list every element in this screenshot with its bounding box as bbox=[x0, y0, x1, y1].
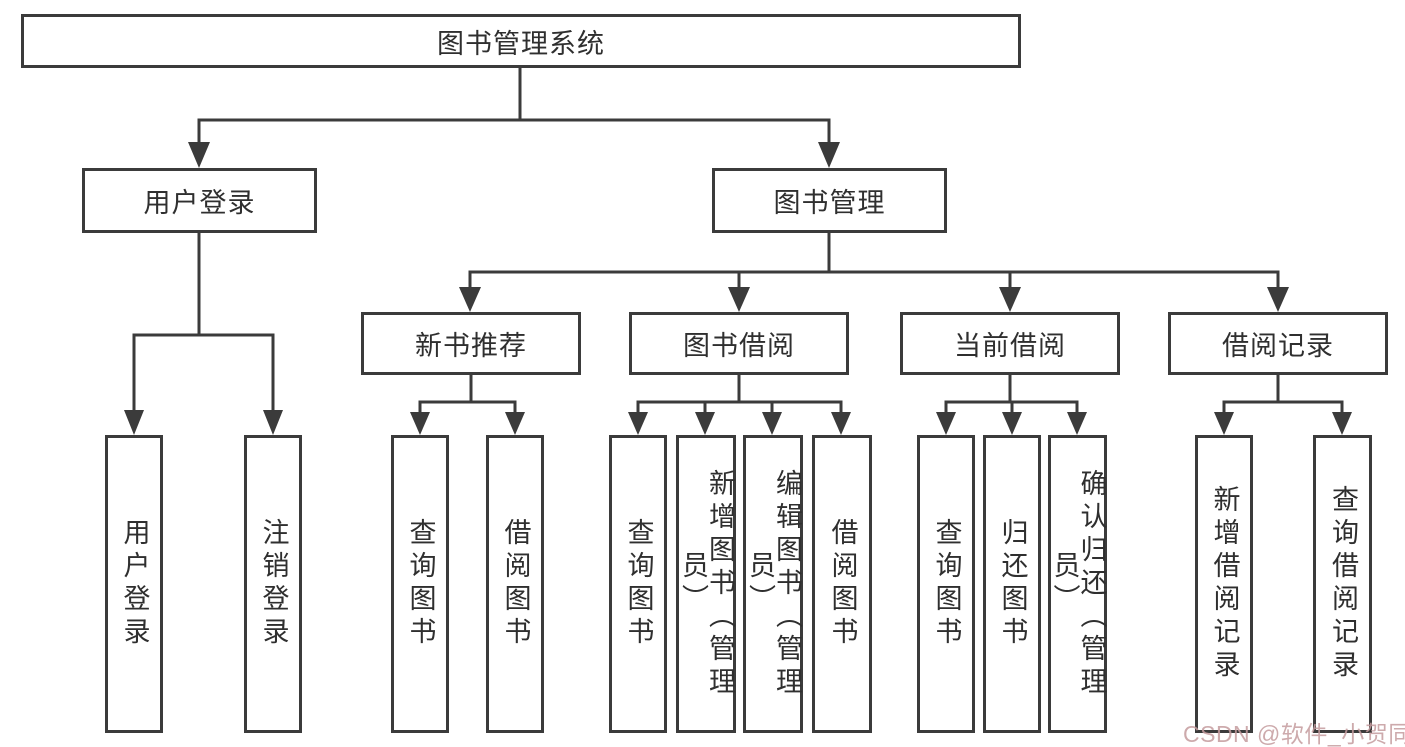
leaf-query-books-2: 查询图书 bbox=[609, 435, 667, 733]
node-current-borrow: 当前借阅 bbox=[900, 312, 1120, 375]
node-book-borrow: 图书借阅 bbox=[629, 312, 849, 375]
node-user-login: 用户登录 bbox=[82, 168, 317, 233]
leaf-query-books-1: 查询图书 bbox=[391, 435, 449, 733]
node-label: 编辑图书（管理员） bbox=[745, 468, 802, 700]
watermark: CSDN @软件_小贺同学 bbox=[1183, 721, 1405, 747]
node-label: 确认归还（管理员） bbox=[1049, 468, 1107, 700]
node-book-management-system: 图书管理系统 bbox=[21, 14, 1021, 68]
node-label: 图书管理 bbox=[773, 188, 886, 218]
node-label: 新书推荐 bbox=[415, 331, 527, 361]
node-label: 借阅记录 bbox=[1222, 331, 1334, 361]
node-label: 归还图书 bbox=[997, 518, 1028, 650]
node-label: 图书管理系统 bbox=[437, 28, 605, 59]
node-label: 查询图书 bbox=[623, 518, 654, 650]
leaf-confirm-return-admin: 确认归还（管理员） bbox=[1048, 435, 1107, 733]
node-label: 用户登录 bbox=[119, 518, 150, 650]
node-new-book-recommend: 新书推荐 bbox=[361, 312, 581, 375]
node-label: 当前借阅 bbox=[954, 331, 1066, 361]
arrowhead-icon bbox=[124, 142, 1352, 435]
node-label: 查询图书 bbox=[405, 518, 436, 650]
leaf-add-borrow-record: 新增借阅记录 bbox=[1195, 435, 1253, 733]
node-label: 注销登录 bbox=[258, 518, 289, 650]
node-label: 查询图书 bbox=[931, 518, 962, 650]
node-label: 借阅图书 bbox=[500, 518, 531, 650]
node-borrow-records: 借阅记录 bbox=[1168, 312, 1388, 375]
node-label: 借阅图书 bbox=[827, 518, 858, 650]
leaf-query-books-3: 查询图书 bbox=[917, 435, 975, 733]
node-label: 新增图书（管理员） bbox=[678, 468, 735, 700]
node-label: 图书借阅 bbox=[683, 331, 795, 361]
leaf-logout: 注销登录 bbox=[244, 435, 302, 733]
leaf-query-borrow-record: 查询借阅记录 bbox=[1313, 435, 1372, 733]
leaf-return-books: 归还图书 bbox=[983, 435, 1041, 733]
node-label: 新增借阅记录 bbox=[1209, 485, 1240, 683]
leaf-add-books-admin: 新增图书（管理员） bbox=[676, 435, 736, 733]
leaf-edit-books-admin: 编辑图书（管理员） bbox=[743, 435, 803, 733]
node-label: 查询借阅记录 bbox=[1328, 485, 1358, 683]
node-book-management: 图书管理 bbox=[712, 168, 947, 233]
node-label: 用户登录 bbox=[143, 188, 256, 218]
leaf-user-login: 用户登录 bbox=[105, 435, 163, 733]
leaf-borrow-books-2: 借阅图书 bbox=[812, 435, 872, 733]
leaf-borrow-books-1: 借阅图书 bbox=[486, 435, 544, 733]
